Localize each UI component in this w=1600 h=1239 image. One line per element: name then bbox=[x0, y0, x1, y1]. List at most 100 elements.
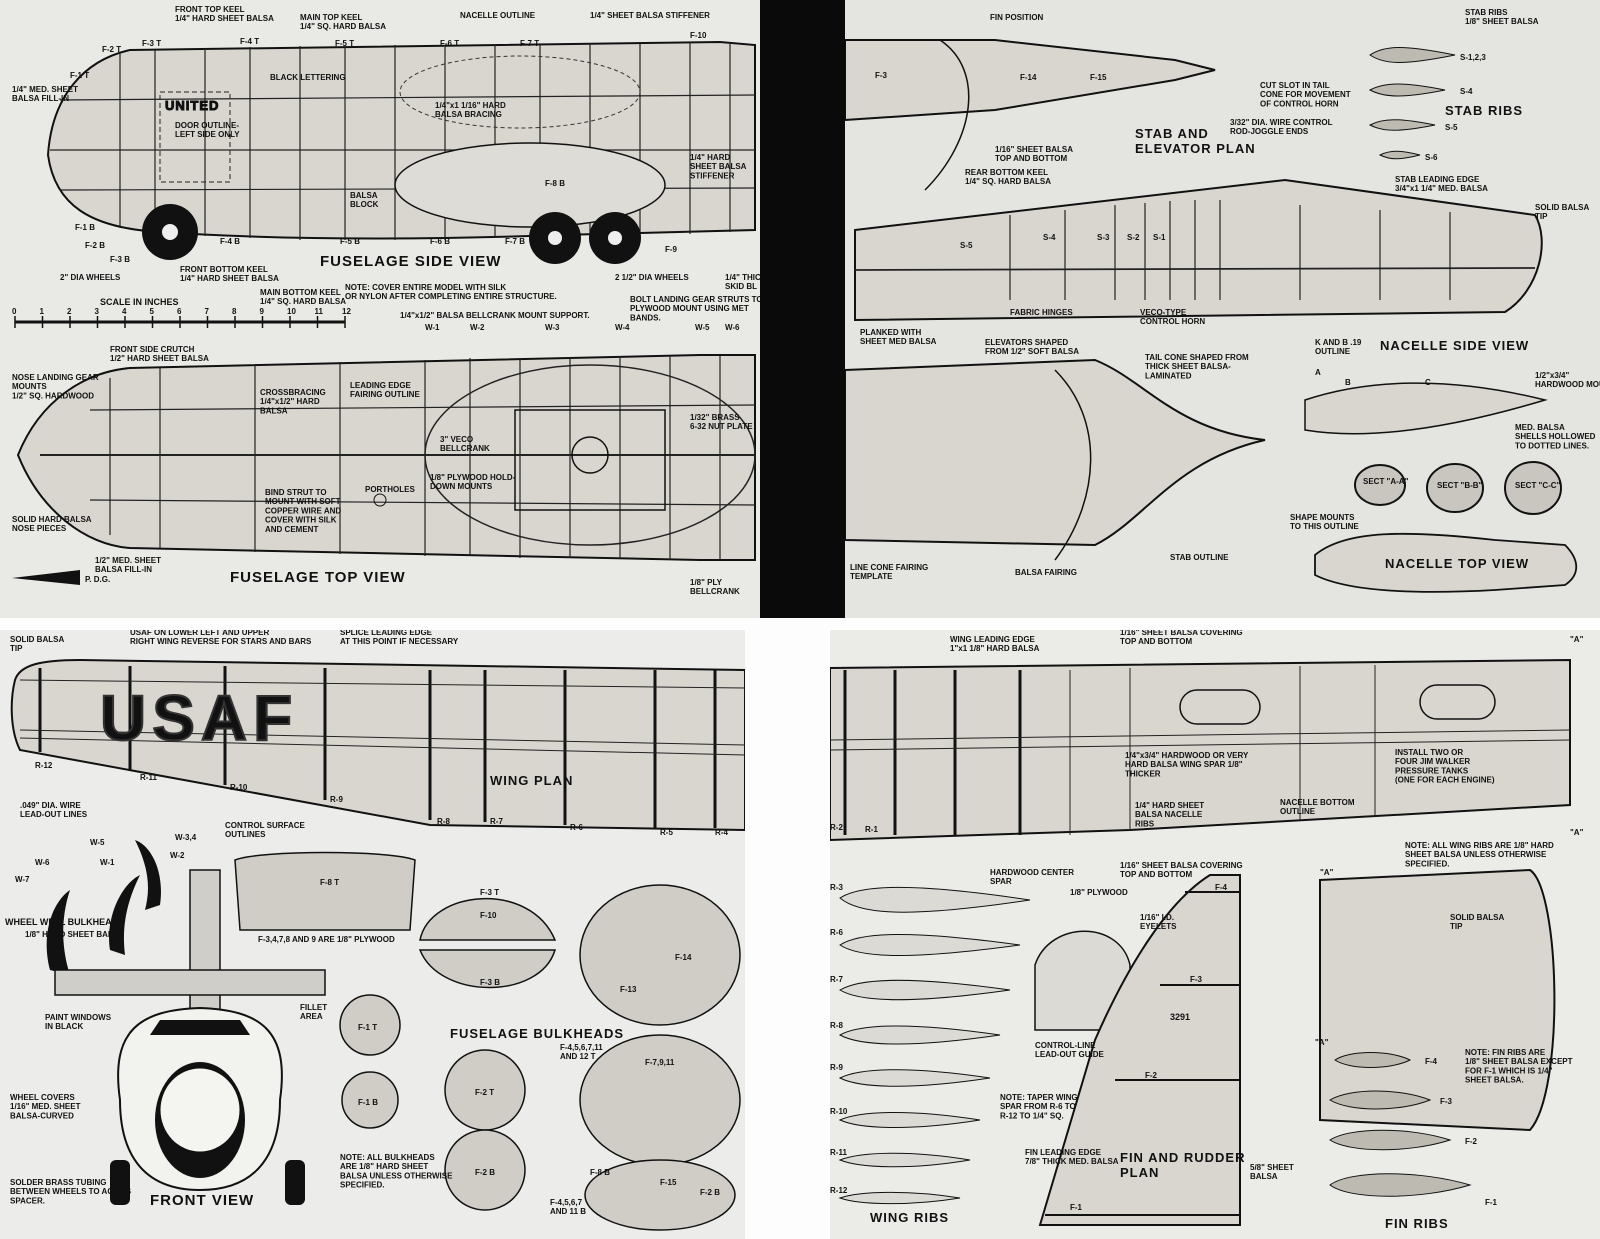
mark-rib: R-7 bbox=[490, 817, 503, 826]
label-scale-in-inches: SCALE IN INCHES bbox=[100, 297, 179, 307]
mark-stab-rib: S-4 bbox=[1460, 87, 1473, 96]
nacelle-side-shape bbox=[1304, 382, 1548, 435]
mark-rib: R-8 bbox=[437, 817, 450, 826]
mark-rib: R-4 bbox=[715, 828, 728, 837]
scale-tick-label: 10 bbox=[287, 307, 296, 316]
mark-bulkhead: F-2 B bbox=[85, 241, 105, 250]
mark-section: A bbox=[1315, 368, 1321, 377]
porthole bbox=[373, 493, 387, 507]
mark-bulkhead: F-2 T bbox=[102, 45, 121, 54]
fuselage-bulkhead-shapes bbox=[234, 851, 741, 1231]
mark-bulkhead: F-5 B bbox=[340, 237, 360, 246]
mark-bulkhead: F-10 bbox=[690, 31, 707, 40]
mark-rib: R-10 bbox=[830, 1107, 848, 1116]
label-serial: 3291 bbox=[1170, 1012, 1190, 1022]
scale-tick-label: 2 bbox=[67, 307, 72, 316]
page-divider bbox=[0, 618, 1600, 630]
scale-tick-label: 5 bbox=[150, 307, 155, 316]
scale-tick-label: 12 bbox=[342, 307, 351, 316]
mark-rib: R-11 bbox=[830, 1148, 847, 1157]
label-wheels-2-5: 2 1/2" DIA WHEELS bbox=[615, 273, 689, 282]
mark-bulkhead: F-4 T bbox=[240, 37, 259, 46]
mark-wheel: W-6 bbox=[35, 858, 50, 867]
mark-rib: R-12 bbox=[830, 1186, 848, 1195]
scale-tick-label: 1 bbox=[40, 307, 45, 316]
mark-bulkhead: F-1 T bbox=[70, 71, 89, 80]
mark-fuselage: F-3 bbox=[875, 71, 888, 80]
mark-wing: W-3 bbox=[545, 323, 560, 332]
mark-wheel: W-3,4 bbox=[175, 833, 197, 842]
title-stab-ribs: STAB RIBS bbox=[1445, 103, 1523, 118]
fuselage-side-outline bbox=[46, 40, 756, 240]
top-frames bbox=[40, 355, 756, 560]
leadout-guide bbox=[1034, 930, 1131, 1031]
mark-fin-rib: F-2 bbox=[1465, 1137, 1478, 1146]
mark-bulkhead: F-3 B bbox=[480, 978, 500, 987]
nacelle-outline bbox=[394, 142, 666, 228]
mark-section: SECT "B-B" bbox=[1437, 481, 1483, 490]
wing-bulkheads-drawing: USAF bbox=[5, 630, 745, 1231]
mark-stab-plan: S-5 bbox=[960, 241, 973, 250]
label-bellcrank-support: 1/4"x1/2" BALSA BELLCRANK MOUNT SUPPORT. bbox=[400, 311, 590, 320]
scale-tick-label: 3 bbox=[95, 307, 100, 316]
scale-tick-label: 7 bbox=[205, 307, 210, 316]
label-balsa-fairing: BALSA FAIRING bbox=[1015, 568, 1077, 577]
pressure-tanks bbox=[1179, 684, 1496, 725]
mark-wing: W-4 bbox=[615, 323, 630, 332]
mark-rib: R-6 bbox=[570, 823, 583, 832]
scale-tick-label: 0 bbox=[12, 307, 17, 316]
bellcrank-mount-plate bbox=[514, 409, 666, 511]
nacelle-sections bbox=[1354, 461, 1562, 515]
mark-stab-plan: S-1 bbox=[1153, 233, 1166, 242]
binding-gutter bbox=[760, 0, 845, 618]
mark-rib: R-12 bbox=[35, 761, 53, 770]
mark-rib: R-10 bbox=[230, 783, 248, 792]
scale-tick-label: 11 bbox=[315, 307, 324, 316]
signature-arrow bbox=[12, 570, 80, 585]
mark-wheel: W-2 bbox=[170, 851, 185, 860]
mark-rib: R-5 bbox=[660, 828, 673, 837]
mark-bulkhead: F-5 T bbox=[335, 39, 354, 48]
mark-stab-plan: S-2 bbox=[1127, 233, 1140, 242]
mark-bulkhead: F-8 T bbox=[320, 878, 339, 887]
left-wing-plan-outline bbox=[10, 658, 745, 832]
leading-edge-fairing-outline bbox=[424, 364, 756, 546]
title-fin-ribs: FIN RIBS bbox=[1385, 1216, 1449, 1231]
title-wing-plan: WING PLAN bbox=[490, 773, 573, 788]
mark-bulkhead: F-1 T bbox=[358, 1023, 377, 1032]
mark-rib: R-9 bbox=[830, 1063, 843, 1072]
fin-position-outline bbox=[924, 39, 970, 191]
